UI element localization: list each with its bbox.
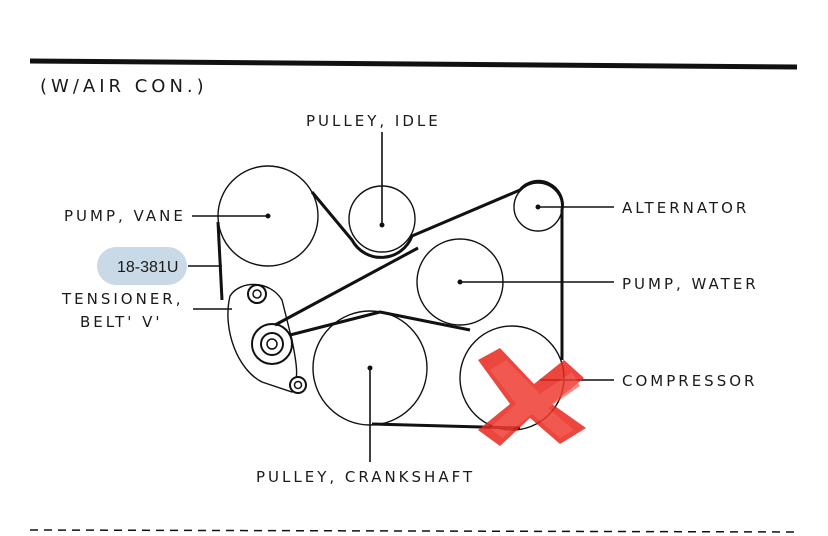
belt-cross [289,310,471,337]
label-pump-vane: PUMP, VANE [64,207,186,225]
part-tag-badge[interactable] [97,247,187,285]
belt-left [216,221,224,301]
tensioner-pulley-center [266,338,278,350]
tensioner-adjust-bolt-inner [293,380,303,390]
label-pump-water: PUMP, WATER [622,275,759,293]
label-pulley-crankshaft: PULLEY, CRANKSHAFT [256,468,475,486]
tensioner-pivot-inner [252,289,262,299]
label-tensioner-line2: BELT' V' [80,313,163,331]
bottom-dashed-rule [29,529,798,533]
belt-upper [310,179,564,360]
label-alternator: ALTERNATOR [622,199,749,217]
label-compressor: COMPRESSOR [622,372,757,390]
belt-lower [274,246,419,327]
top-rule [29,58,798,70]
section-header: (W/AIR CON.) [40,76,208,97]
part-tag-text[interactable]: 18-381U [117,259,178,276]
label-pulley-idle: PULLEY, IDLE [306,112,441,130]
label-tensioner-line1: TENSIONER, [61,290,184,308]
red-x-marker [478,348,586,446]
